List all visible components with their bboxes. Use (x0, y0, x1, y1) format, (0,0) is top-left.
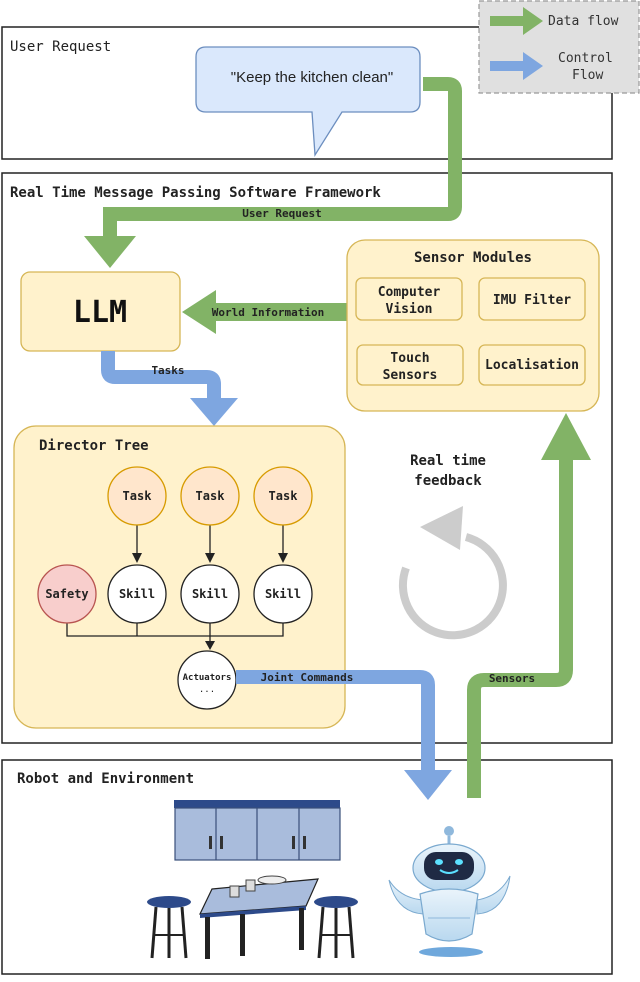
sensors-flow-head (541, 413, 591, 460)
actuators-node-label: Actuators (183, 673, 232, 683)
framework-title: Real Time Message Passing Software Frame… (10, 185, 381, 201)
robot-right-arm (476, 875, 511, 915)
plate (257, 875, 287, 885)
tree-arrowheads (132, 553, 288, 650)
legend-control-flow-label-2: Flow (572, 68, 603, 83)
tasks-flow-line (101, 351, 221, 400)
robot-antenna (444, 826, 454, 836)
skill-node-3 (253, 564, 313, 624)
skill-node-2-label: Skill (192, 587, 228, 601)
legend-data-flow-label: Data flow (548, 14, 619, 29)
localisation-label: Localisation (485, 358, 579, 373)
computer-vision-module (355, 277, 463, 321)
robot-section (1, 759, 613, 975)
sensor-modules-title: Sensor Modules (414, 250, 532, 266)
kitchen-illustration (147, 800, 358, 959)
skill-node-3-label: Skill (265, 587, 301, 601)
joint-commands-flow-line (236, 670, 435, 770)
cup-1 (229, 885, 240, 898)
director-tree-title: Director Tree (39, 438, 149, 454)
world-information-arrow (182, 290, 347, 334)
imu-filter-label: IMU Filter (493, 293, 571, 308)
user-request-title: User Request (10, 39, 111, 55)
joint-commands-flow-head (404, 770, 452, 800)
robot-left-arm (388, 879, 424, 915)
safety-node (37, 564, 97, 624)
realtime-feedback-label-1: Real time (410, 453, 486, 469)
imu-filter-module (478, 277, 586, 321)
touch-sensors-label-1: Touch (390, 351, 429, 366)
computer-vision-label-1: Computer (378, 285, 441, 300)
actuators-node-dots: ... (199, 685, 215, 695)
sensors-flow-line (467, 455, 573, 798)
tasks-label: Tasks (151, 364, 184, 377)
touch-sensors-label-2: Sensors (383, 368, 438, 383)
touch-sensors-module (356, 344, 464, 386)
robot-body (419, 888, 479, 942)
stool-right-seat (314, 896, 358, 908)
robot-face-screen (424, 852, 474, 880)
speech-bubble-text: "Keep the kitchen clean" (231, 69, 393, 86)
tree-connectors (66, 521, 284, 642)
task-node-3 (253, 466, 313, 526)
refresh-cycle-arrowhead (420, 506, 463, 550)
refresh-cycle-icon (398, 533, 507, 640)
legend-data-flow-arrow (490, 7, 543, 35)
robot-shadow (419, 947, 483, 957)
legend: Data flow Control Flow (478, 0, 640, 94)
task-node-1-label: Task (123, 489, 153, 503)
user-request-flow-head (84, 236, 136, 268)
task-node-3-label: Task (269, 489, 299, 503)
sensors-label: Sensors (489, 672, 535, 685)
cup-2 (245, 879, 256, 892)
llm-label: LLM (73, 295, 127, 330)
realtime-feedback-label-2: feedback (414, 473, 482, 489)
computer-vision-label-2: Vision (386, 302, 433, 317)
localisation-module (478, 344, 586, 386)
cabinet-top (174, 800, 340, 808)
llm-box (20, 271, 181, 352)
robot-section-title: Robot and Environment (17, 771, 194, 787)
world-information-label: World Information (212, 306, 325, 319)
legend-control-flow-label-1: Control (558, 51, 613, 66)
joint-commands-label: Joint Commands (261, 671, 354, 684)
legend-control-flow-arrow (490, 52, 543, 80)
user-request-arrow-label: User Request (242, 207, 321, 220)
skill-node-1-label: Skill (119, 587, 155, 601)
user-request-flow-line (103, 77, 462, 238)
task-node-2 (180, 466, 240, 526)
safety-node-label: Safety (45, 587, 88, 601)
robot-illustration (388, 826, 511, 957)
task-node-2-label: Task (196, 489, 226, 503)
task-node-1 (107, 466, 167, 526)
speech-bubble (195, 46, 421, 158)
stool-left-seat (147, 896, 191, 908)
skill-node-2 (180, 564, 240, 624)
tasks-flow-head (190, 398, 238, 426)
skill-node-1 (107, 564, 167, 624)
